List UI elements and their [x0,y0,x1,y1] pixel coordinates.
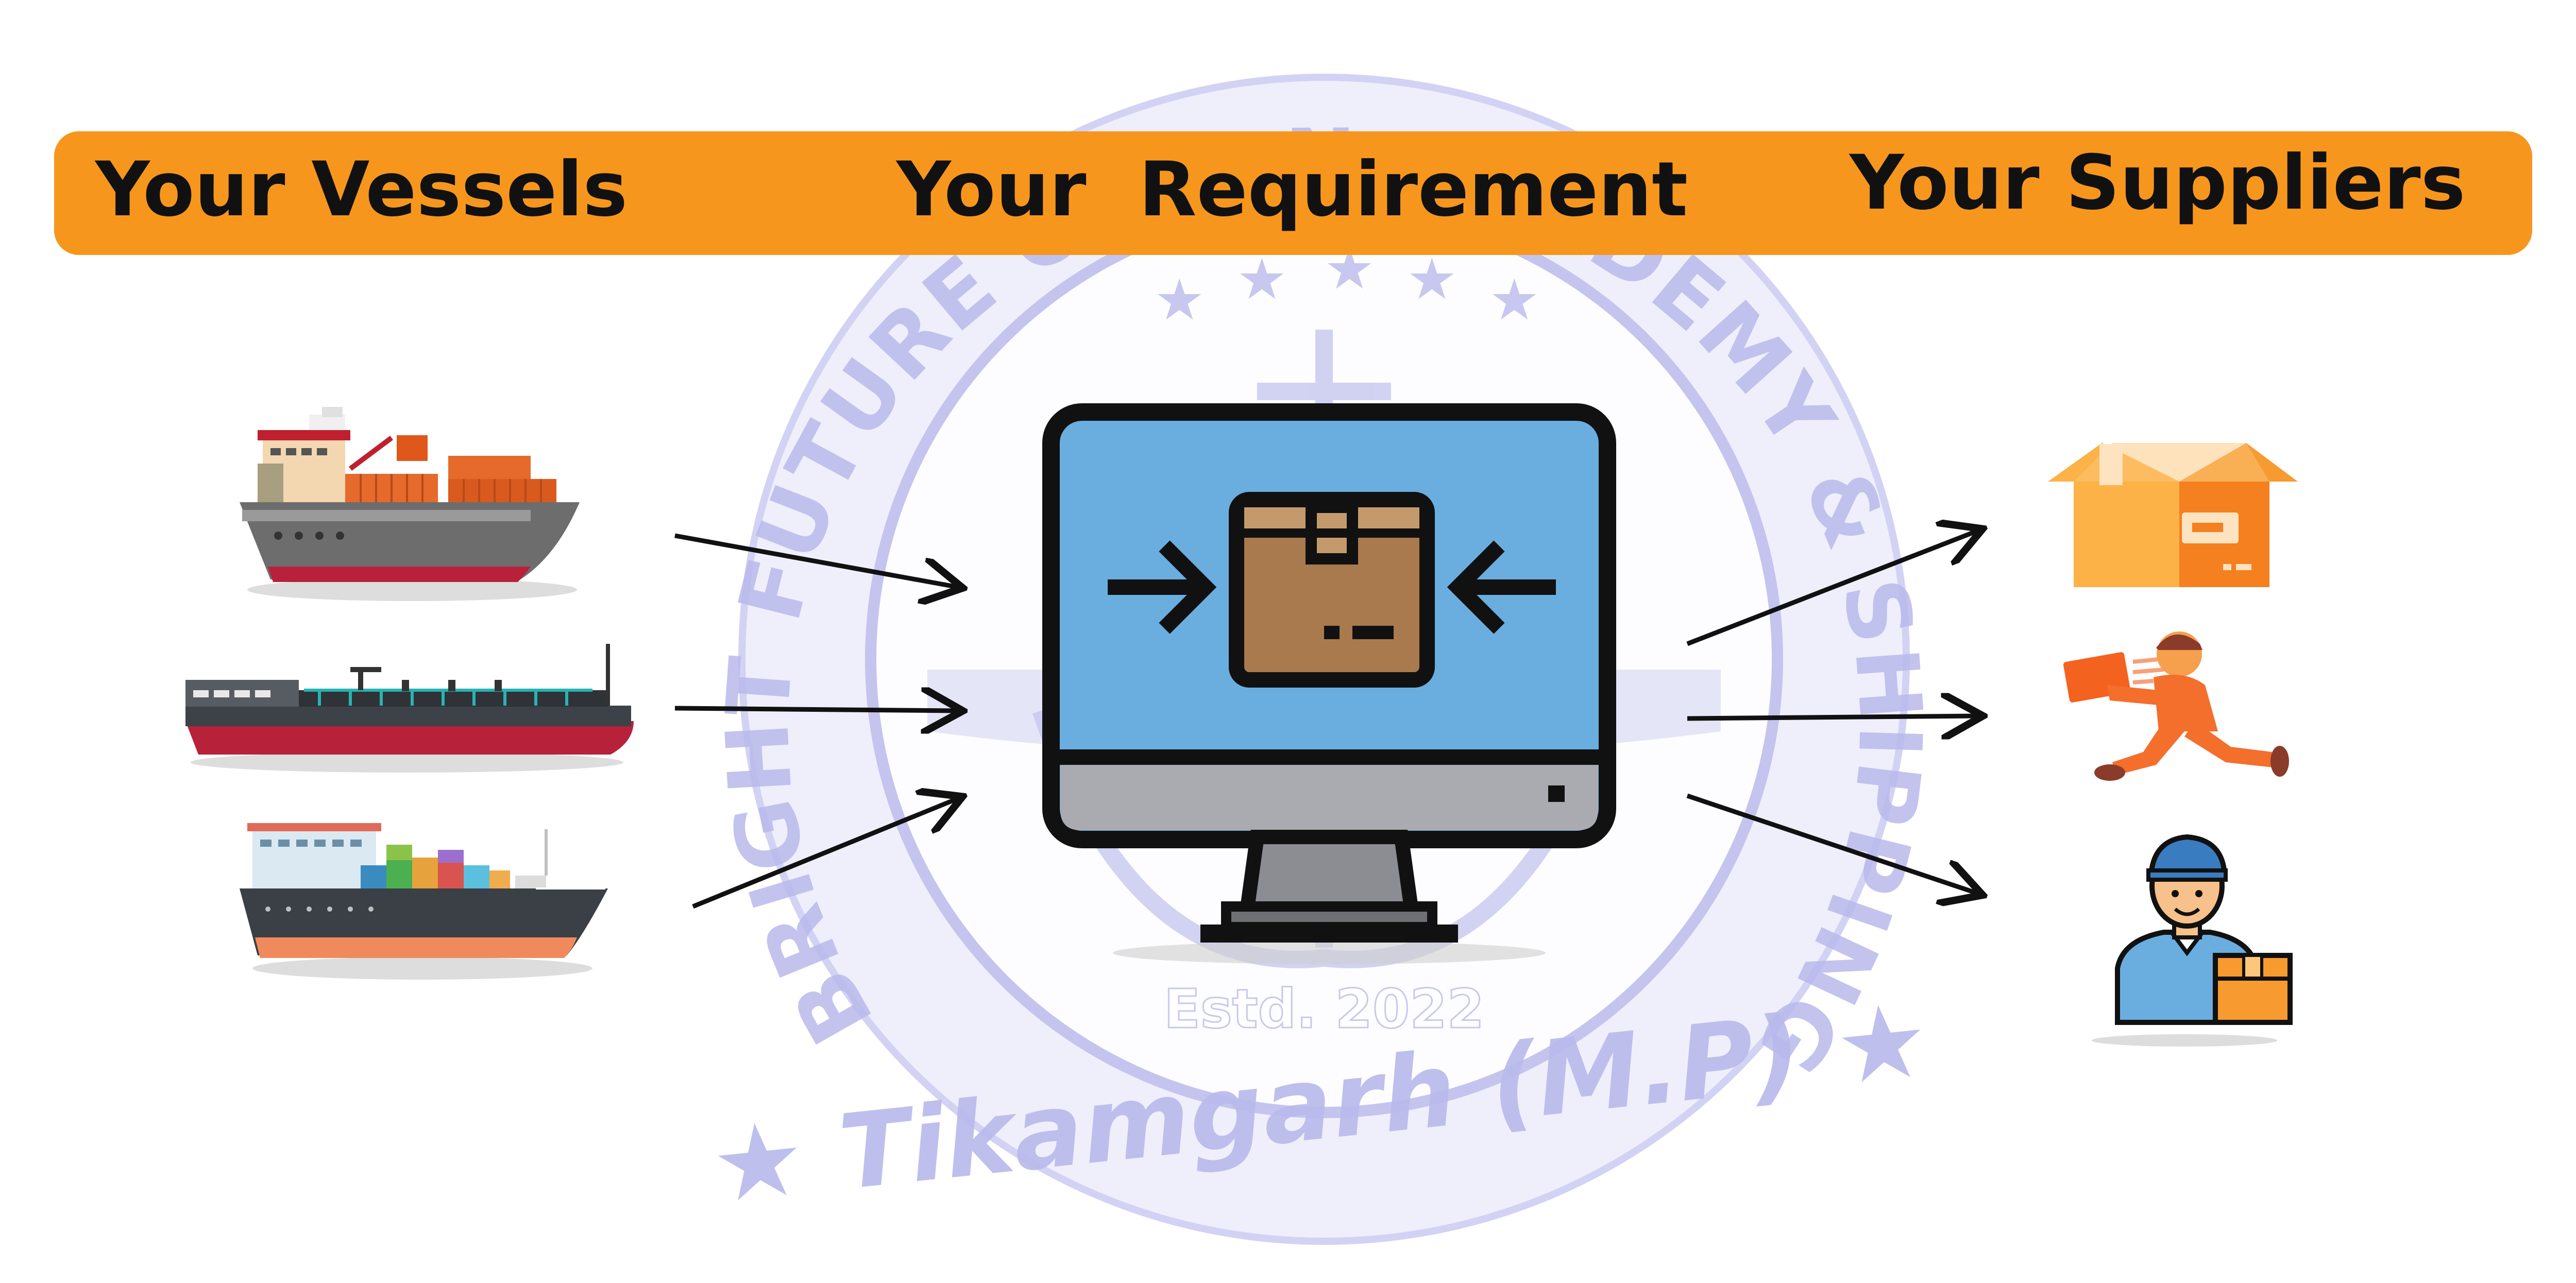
cargo-ship-icon [240,823,608,980]
requirement-heading: Your Requirement [896,146,1688,233]
supplier-arrows [1686,531,1978,894]
vessel-arrow-3 [692,798,958,909]
open-box-icon [2048,443,2298,587]
supplier-arrow-3 [1686,793,1978,894]
header-banner [54,131,2532,255]
vessel-arrows [674,533,958,909]
container-ship-icon [240,407,580,601]
delivery-man-icon [2092,834,2293,1047]
computer-package-icon [1042,403,1616,964]
tanker-ship-icon [185,644,634,773]
watermark-star: ★ [1406,246,1458,312]
vessels-heading: Your Vessels [95,146,628,233]
watermark-star: ★ [1489,267,1540,333]
watermark-established: Estd. 2022 [1164,978,1484,1040]
watermark-star: ★ [1236,246,1287,312]
vessel-arrow-1 [674,533,958,587]
suppliers-heading: Your Suppliers [1850,139,2466,227]
watermark-star: ★ [1154,267,1205,333]
delivery-runner-icon [2063,631,2289,781]
supplier-arrow-1 [1686,531,1978,646]
vessel-arrow-2 [674,708,958,711]
supplier-arrow-2 [1687,716,1978,719]
